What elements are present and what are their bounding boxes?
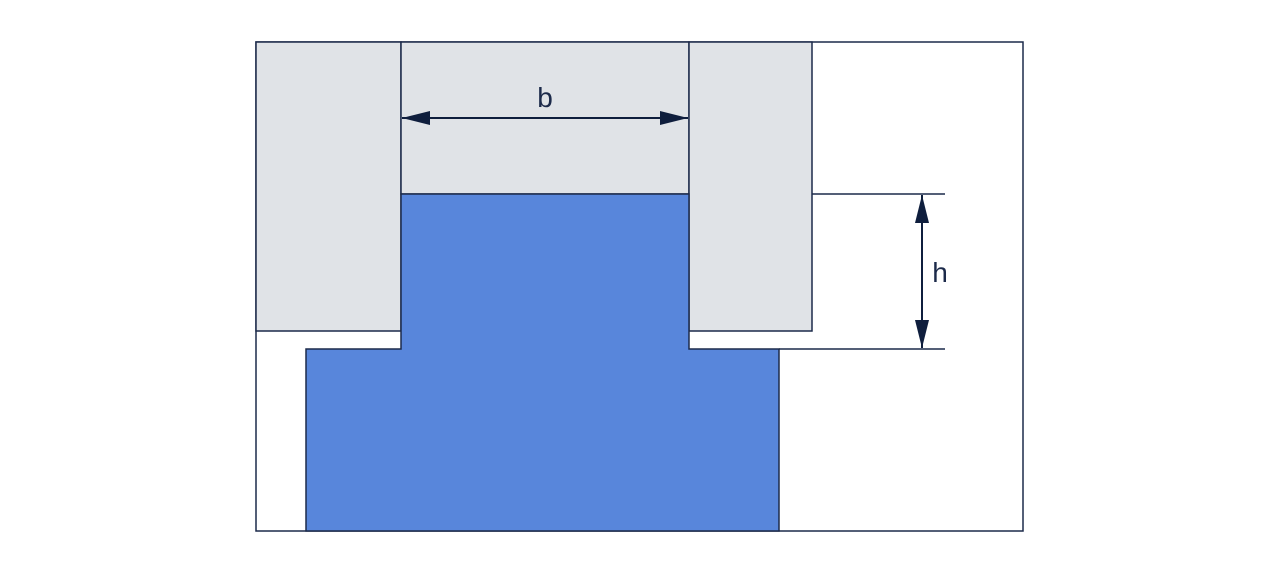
- label-b: b: [537, 82, 553, 113]
- gray-block-right: [688, 41, 813, 332]
- blue-t-profile: [305, 193, 780, 532]
- gray-block-left: [255, 41, 402, 332]
- label-h: h: [932, 257, 948, 288]
